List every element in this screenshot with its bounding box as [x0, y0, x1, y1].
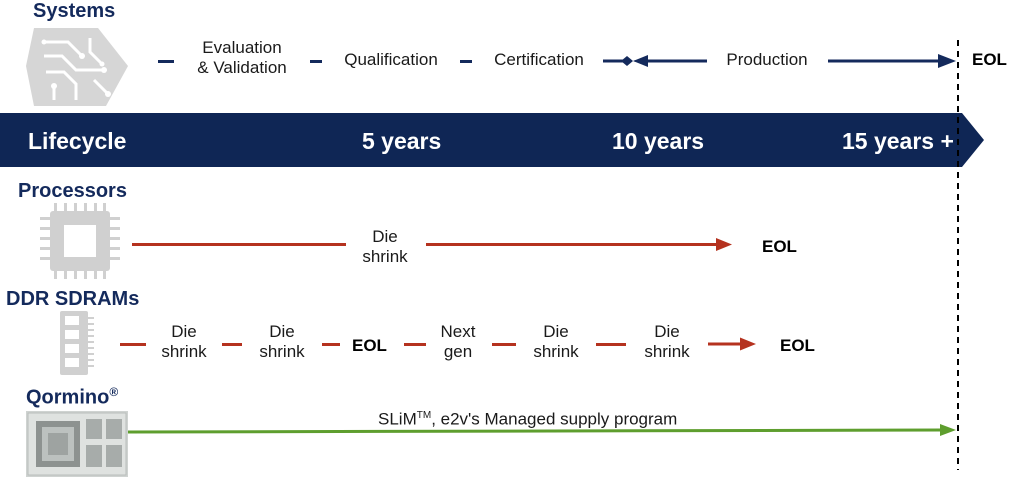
stage-evaluation-line2: & Validation [197, 58, 287, 77]
ddr-dash [222, 343, 242, 346]
ddr-item-1-line1: Die [171, 322, 197, 341]
processors-label-line2: shrink [362, 247, 408, 266]
ddr-dash [404, 343, 426, 346]
registered-mark: ® [109, 385, 119, 399]
qormino-heading-text: Qormino [26, 386, 110, 409]
stage-production: Production [726, 50, 808, 69]
processors-label-line1: Die [372, 227, 398, 246]
systems-dash [310, 60, 322, 63]
slim-prefix: SLiM [378, 409, 417, 429]
ddr-item-6-line2: shrink [644, 342, 690, 361]
ddr-item-4-line1: Next [440, 322, 476, 341]
slim-suffix: , e2v's Managed supply program [431, 409, 678, 429]
ddr-dash [492, 343, 516, 346]
tick-5-years: 5 years [362, 128, 442, 154]
stage-qualification: Qualification [344, 50, 438, 69]
systems-dash [158, 60, 174, 63]
stage-evaluation: Evaluation & Validation [182, 38, 302, 78]
ddr-item-5: Die shrink [520, 322, 592, 362]
trademark-mark: TM [416, 410, 432, 421]
ddr-item-3-eol: EOL [352, 336, 387, 355]
stage-certification: Certification [494, 50, 584, 69]
tick-15-years: 15 years + [842, 128, 954, 154]
processors-die-shrink: Die shrink [346, 227, 424, 267]
systems-dash [460, 60, 472, 63]
lifecycle-label: Lifecycle [28, 128, 127, 154]
ddr-item-5-line2: shrink [533, 342, 579, 361]
ddr-eol: EOL [780, 336, 815, 355]
processors-arrow [426, 238, 732, 251]
ddr-item-5-line1: Die [543, 322, 569, 341]
lifecycle-banner [0, 113, 984, 167]
qormino-heading: Qormino® [26, 385, 118, 410]
ddr-item-1-line2: shrink [161, 342, 207, 361]
processors-eol: EOL [762, 237, 797, 256]
systems-eol: EOL [972, 50, 1007, 69]
processors-line [132, 243, 346, 246]
ddr-item-2: Die shrink [246, 322, 318, 362]
cpu-chip-icon [40, 203, 120, 279]
ddr-item-4: Next gen [428, 322, 488, 362]
slim-program-label: SLiMTM, e2v's Managed supply program [378, 406, 677, 430]
ddr-dash [120, 343, 146, 346]
production-arrow [603, 54, 956, 68]
processors-heading: Processors [18, 180, 127, 202]
ddr-item-2-line2: shrink [259, 342, 305, 361]
ddr-item-6-line1: Die [654, 322, 680, 341]
tick-10-years: 10 years [612, 128, 705, 154]
eol-marker-line [957, 40, 959, 470]
memory-module-icon [58, 311, 96, 375]
ddr-item-6: Die shrink [630, 322, 704, 362]
ddr-item-2-line1: Die [269, 322, 295, 341]
stage-evaluation-line1: Evaluation [202, 38, 282, 57]
ddr-heading: DDR SDRAMs [6, 288, 140, 310]
ddr-arrow [708, 337, 756, 351]
ddr-item-4-line2: gen [443, 342, 473, 361]
qormino-module-icon [26, 411, 128, 477]
ddr-item-1: Die shrink [150, 322, 218, 362]
qormino-arrow [127, 424, 956, 436]
circuit-board-icon [24, 22, 130, 112]
ddr-dash [322, 343, 340, 346]
ddr-dash [596, 343, 626, 346]
systems-heading: Systems [33, 0, 116, 22]
